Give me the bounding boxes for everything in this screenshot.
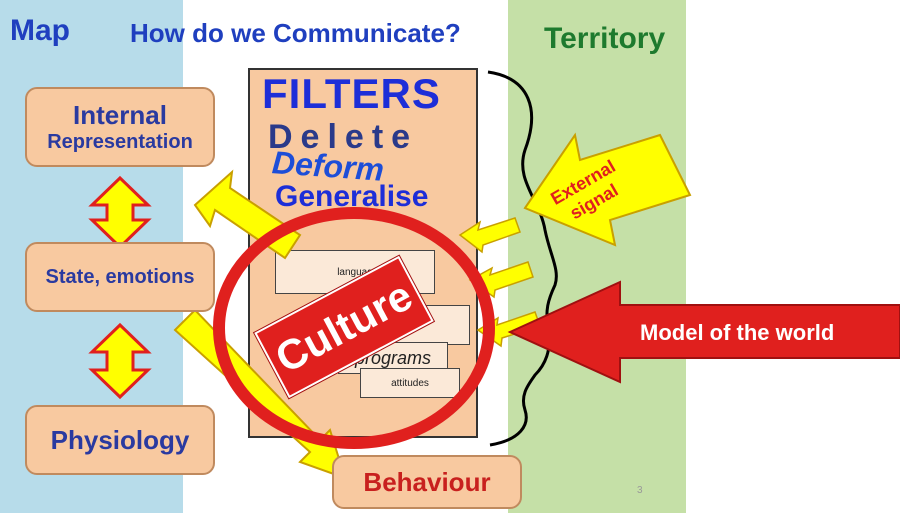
physiology-box: Physiology (25, 405, 215, 475)
representation-label: Representation (47, 131, 193, 153)
state-emotions-box: State, emotions (25, 242, 215, 312)
culture-circle (213, 207, 495, 449)
double-arrow-upper (88, 175, 152, 250)
model-of-world-arrow (507, 280, 900, 384)
paper-attitudes: attitudes (360, 368, 460, 398)
page-title: How do we Communicate? (130, 18, 461, 48)
internal-representation-box: Internal Representation (25, 87, 215, 167)
page-number: 3 (637, 485, 643, 496)
internal-label: Internal (73, 100, 167, 130)
map-title: Map (10, 14, 70, 47)
filter-delete: Delete (268, 118, 419, 156)
arrow-in-1 (458, 217, 521, 254)
territory-title: Territory (544, 22, 666, 55)
head-profile-outline (487, 70, 558, 447)
double-arrow-lower (88, 322, 152, 400)
model-of-world-label: Model of the world (640, 320, 835, 345)
filters-title: FILTERS (262, 70, 441, 117)
right-blank-area (686, 0, 900, 513)
behaviour-box: Behaviour (332, 455, 522, 509)
territory-band (508, 0, 686, 513)
external-signal-arrow (523, 132, 692, 247)
